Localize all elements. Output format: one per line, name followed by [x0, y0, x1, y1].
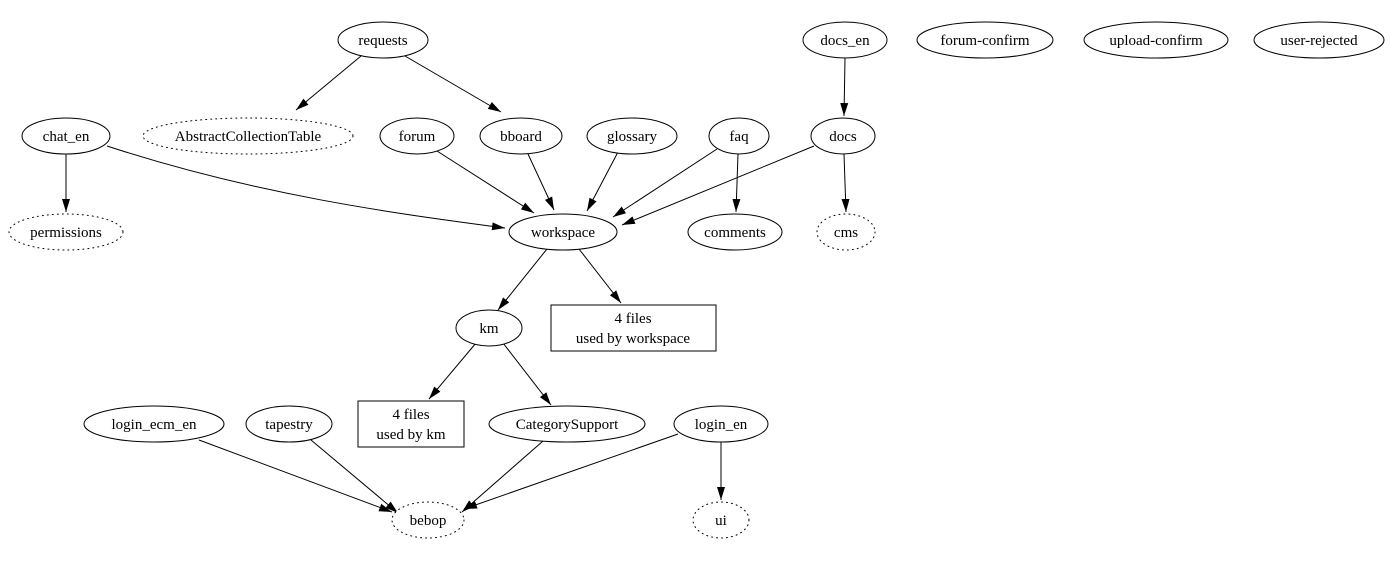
node-tapestry-shape	[245, 405, 333, 443]
node-faq: faq	[708, 117, 770, 155]
node-forum-confirm-shape	[916, 21, 1054, 59]
node-forum: forum	[379, 117, 455, 155]
edge-workspace-files	[578, 248, 622, 304]
edge-faq-comments	[732, 153, 741, 213]
node-forum-confirm: forum-confirm	[916, 21, 1054, 59]
node-faq-shape	[708, 117, 770, 155]
box-files-used-by-workspace-line2: used by workspace	[576, 331, 690, 347]
node-ui-shape	[692, 501, 750, 539]
edge-forum-workspace	[436, 150, 535, 214]
node-cms: cms	[816, 213, 876, 251]
node-ui-label: ui	[715, 513, 727, 529]
node-chat_en-shape	[21, 117, 111, 155]
node-forum-confirm-label: forum-confirm	[940, 33, 1029, 49]
box-files-used-by-workspace: 4 files used by workspace	[550, 304, 717, 352]
node-faq-label: faq	[729, 129, 749, 145]
edge-faq-workspace	[612, 148, 718, 218]
node-glossary: glossary	[586, 117, 678, 155]
node-workspace-shape	[508, 213, 618, 251]
node-tapestry: tapestry	[245, 405, 333, 443]
node-permissions-shape	[8, 213, 124, 251]
node-comments-shape	[687, 213, 783, 251]
node-forum-label: forum	[399, 129, 436, 145]
node-login_ecm_en-shape	[83, 405, 225, 443]
node-chat_en-label: chat_en	[43, 129, 90, 145]
box-files-used-by-workspace-line1: 4 files	[614, 311, 651, 327]
edge-docs-cms	[841, 153, 850, 213]
node-km: km	[455, 309, 523, 347]
edges	[62, 55, 850, 514]
edge-requests-bboard	[404, 55, 502, 113]
box-files-used-by-workspace-shape	[550, 304, 717, 352]
edge-tapestry-bebop	[310, 439, 399, 514]
edge-bboard-workspace	[527, 153, 555, 211]
nodes: requests docs_en forum-confirm upload-co…	[8, 21, 1385, 539]
node-tapestry-label: tapestry	[265, 417, 313, 433]
node-cms-shape	[816, 213, 876, 251]
node-login_ecm_en-label: login_ecm_en	[112, 417, 197, 433]
node-user-rejected: user-rejected	[1253, 21, 1385, 59]
node-docs-shape	[810, 117, 876, 155]
node-docs-label: docs	[829, 129, 857, 145]
node-permissions-label: permissions	[30, 225, 102, 241]
node-login_en-label: login_en	[695, 417, 748, 433]
box-files-used-by-km-line2: used by km	[376, 427, 445, 443]
node-categorysupport-label: CategorySupport	[516, 417, 619, 433]
node-upload-confirm: upload-confirm	[1083, 21, 1229, 59]
edge-categorysupport-bebop	[461, 440, 544, 513]
node-abstractcollectiontable: AbstractCollectionTable	[142, 117, 354, 155]
node-bboard-shape	[479, 117, 563, 155]
edge-chat_en-workspace	[106, 145, 506, 231]
edge-km-categorysupport	[502, 342, 552, 406]
node-bebop: bebop	[391, 501, 465, 539]
node-user-rejected-label: user-rejected	[1280, 33, 1358, 49]
edge-workspace-km	[497, 248, 548, 311]
node-glossary-shape	[586, 117, 678, 155]
node-comments: comments	[687, 213, 783, 251]
node-bebop-shape	[391, 501, 465, 539]
node-requests-label: requests	[358, 33, 407, 49]
node-categorysupport: CategorySupport	[488, 405, 646, 443]
node-user-rejected-shape	[1253, 21, 1385, 59]
node-glossary-label: glossary	[607, 129, 657, 145]
edge-requests-abstractcollectiontable	[295, 55, 362, 111]
node-docs_en: docs_en	[802, 21, 888, 59]
node-cms-label: cms	[834, 225, 858, 241]
node-upload-confirm-shape	[1083, 21, 1229, 59]
node-workspace: workspace	[508, 213, 618, 251]
node-bboard: bboard	[479, 117, 563, 155]
node-requests-shape	[337, 21, 429, 59]
node-login_ecm_en: login_ecm_en	[83, 405, 225, 443]
node-docs: docs	[810, 117, 876, 155]
node-abstractcollectiontable-label: AbstractCollectionTable	[175, 129, 322, 145]
edge-glossary-workspace	[586, 151, 619, 212]
edge-km-files	[428, 342, 477, 400]
node-bboard-label: bboard	[500, 129, 542, 145]
node-permissions: permissions	[8, 213, 124, 251]
node-km-label: km	[479, 321, 499, 337]
edge-docs_en-docs	[840, 57, 849, 117]
node-comments-label: comments	[704, 225, 766, 241]
edge-login_en-bebop	[463, 433, 679, 510]
node-upload-confirm-label: upload-confirm	[1109, 33, 1203, 49]
node-abstractcollectiontable-shape	[142, 117, 354, 155]
edge-login_ecm_en-bebop	[198, 439, 393, 513]
node-docs_en-shape	[802, 21, 888, 59]
node-ui: ui	[692, 501, 750, 539]
node-workspace-label: workspace	[531, 225, 595, 241]
node-docs_en-label: docs_en	[820, 33, 870, 49]
box-files-used-by-km: 4 files used by km	[357, 400, 465, 448]
box-files-used-by-km-shape	[357, 400, 465, 448]
box-files-used-by-km-line1: 4 files	[392, 407, 429, 423]
node-categorysupport-shape	[488, 405, 646, 443]
node-login_en-shape	[673, 405, 769, 443]
edge-docs-workspace	[621, 145, 815, 226]
node-km-shape	[455, 309, 523, 347]
node-bebop-label: bebop	[410, 513, 447, 529]
node-requests: requests	[337, 21, 429, 59]
node-login_en: login_en	[673, 405, 769, 443]
node-chat_en: chat_en	[21, 117, 111, 155]
node-forum-shape	[379, 117, 455, 155]
